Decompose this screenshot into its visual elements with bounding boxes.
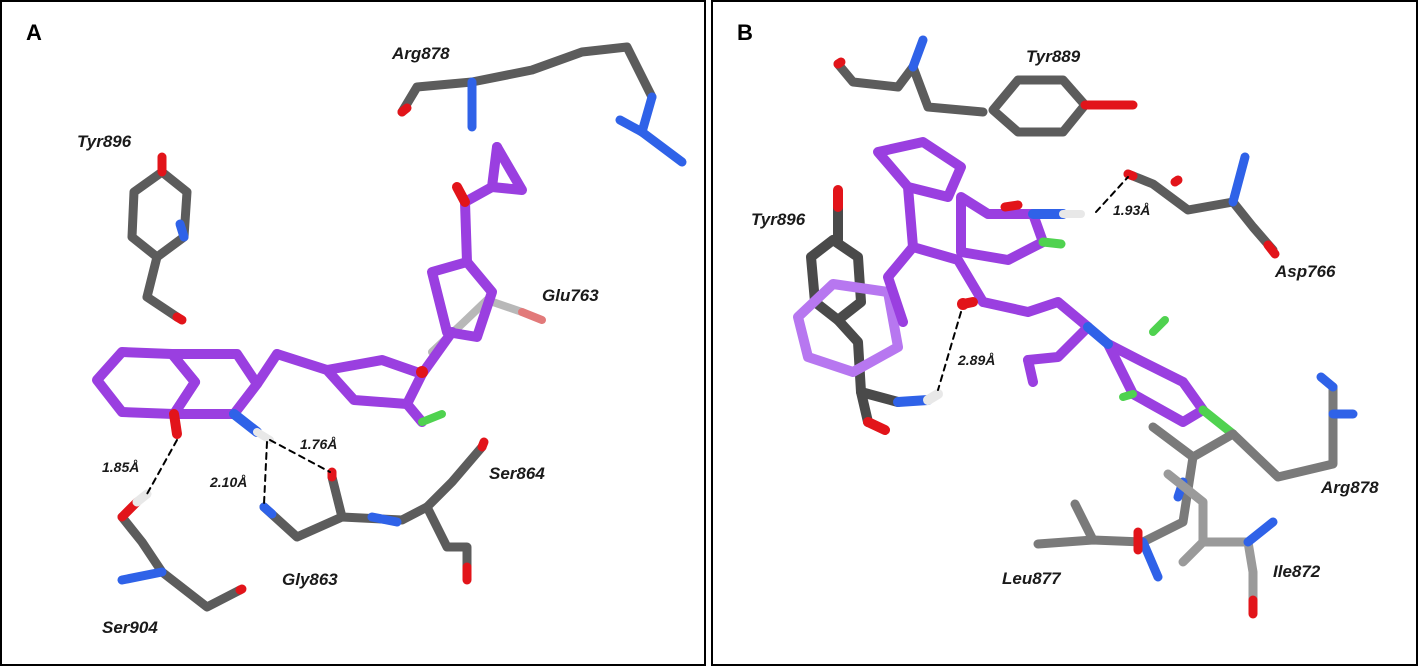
residue-label: Ile872 xyxy=(1273,562,1321,581)
panel-a-structure xyxy=(92,42,687,612)
panel-b-label: B xyxy=(737,20,753,45)
hbonds-a xyxy=(146,439,331,505)
ile872-residue xyxy=(1163,469,1278,619)
asp766-residue xyxy=(1123,152,1280,259)
gly863-ser864-residues xyxy=(259,437,489,585)
panel-b-structure xyxy=(793,35,1358,619)
distance-label: 2.10Å xyxy=(210,474,248,490)
residue-label: Arg878 xyxy=(392,44,450,63)
panel-a: A Arg878 Tyr896 Glu763 Ser864 Gly863 Ser… xyxy=(0,0,706,666)
residue-label: Glu763 xyxy=(542,286,599,305)
panel-a-label: A xyxy=(26,20,42,45)
tyr889-residue xyxy=(833,35,1138,137)
distance-label: 1.76Å xyxy=(300,436,338,452)
residue-label: Asp766 xyxy=(1275,262,1336,281)
hbonds-b xyxy=(937,176,1129,391)
distance-label: 1.85Å xyxy=(102,459,140,475)
residue-label: Tyr896 xyxy=(77,132,132,151)
residue-label: Tyr889 xyxy=(1026,47,1081,66)
tyr896-residue xyxy=(127,152,192,325)
distance-label: 1.93Å xyxy=(1113,202,1151,218)
residue-label: Leu877 xyxy=(1002,569,1061,588)
arg878-residue xyxy=(397,42,687,167)
distance-label: 2.89Å xyxy=(958,352,996,368)
ligand-a xyxy=(92,142,527,427)
residue-label: Tyr896 xyxy=(751,210,806,229)
tyr896-residue xyxy=(806,185,943,435)
residue-label: Gly863 xyxy=(282,570,338,589)
residue-label: Ser864 xyxy=(489,464,545,483)
panel-b: B Tyr889 Tyr896 Asp766 Arg878 Leu877 Ile… xyxy=(711,0,1418,666)
ser904-residue xyxy=(117,489,247,612)
residue-label: Ser904 xyxy=(102,618,158,637)
residue-label: Arg878 xyxy=(1321,478,1379,497)
